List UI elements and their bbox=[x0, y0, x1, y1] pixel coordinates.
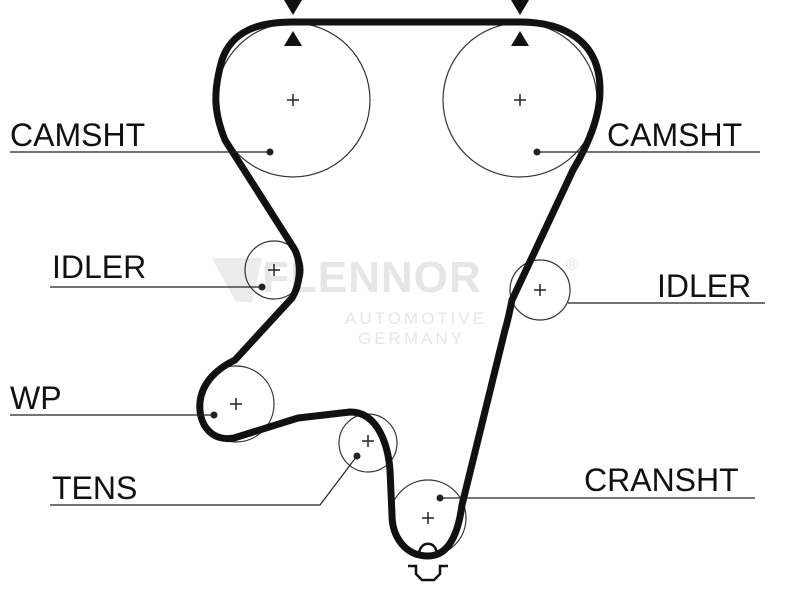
camshaft-right-center bbox=[514, 94, 526, 106]
watermark-emblem bbox=[212, 258, 262, 302]
leader-dot-tensioner bbox=[353, 452, 361, 460]
label-idler-left: IDLER bbox=[52, 249, 146, 285]
timing-marks bbox=[284, 0, 529, 46]
timing-arrow-right-icon bbox=[511, 0, 529, 15]
label-crankshaft: CRANSHT bbox=[584, 462, 739, 498]
crank-timing-mark-icon bbox=[408, 542, 448, 582]
label-camshaft-left: CAMSHT bbox=[10, 117, 145, 153]
leader-dot-water-pump bbox=[210, 411, 218, 419]
label-camshaft-right: CAMSHT bbox=[607, 117, 742, 153]
label-tensioner: TENS bbox=[52, 470, 137, 506]
leader-dot-camshaft-right bbox=[533, 148, 541, 156]
leader-dot-idler-left bbox=[258, 283, 266, 291]
timing-arrow-left-icon bbox=[284, 0, 302, 15]
camshaft-left-center bbox=[287, 94, 299, 106]
watermark-line-2: GERMANY bbox=[358, 329, 465, 348]
leader-dot-camshaft-left bbox=[266, 148, 274, 156]
leader-tensioner bbox=[50, 455, 358, 506]
leader-lines bbox=[10, 148, 765, 506]
idler-left-pulley bbox=[244, 240, 304, 300]
labels: CAMSHT CAMSHT IDLER IDLER WP TENS CRANSH… bbox=[10, 117, 751, 506]
crankshaft-center bbox=[422, 512, 434, 524]
label-water-pump: WP bbox=[10, 380, 62, 416]
watermark-line-1: AUTOMOTIVE bbox=[345, 309, 487, 328]
idler-right-pulley bbox=[509, 259, 571, 321]
idler-left-center bbox=[268, 264, 280, 276]
label-idler-right: IDLER bbox=[657, 268, 751, 304]
water-pump-center bbox=[230, 398, 242, 410]
idler-right-center bbox=[534, 284, 546, 296]
tensioner-center bbox=[362, 435, 374, 447]
timing-mark-left-icon bbox=[284, 31, 302, 46]
timing-belt bbox=[196, 18, 604, 560]
leader-dot-crankshaft bbox=[436, 494, 444, 502]
timing-mark-right-icon bbox=[511, 31, 529, 46]
pulley-center-marks bbox=[230, 94, 546, 524]
watermark-registered: ® bbox=[566, 255, 582, 274]
